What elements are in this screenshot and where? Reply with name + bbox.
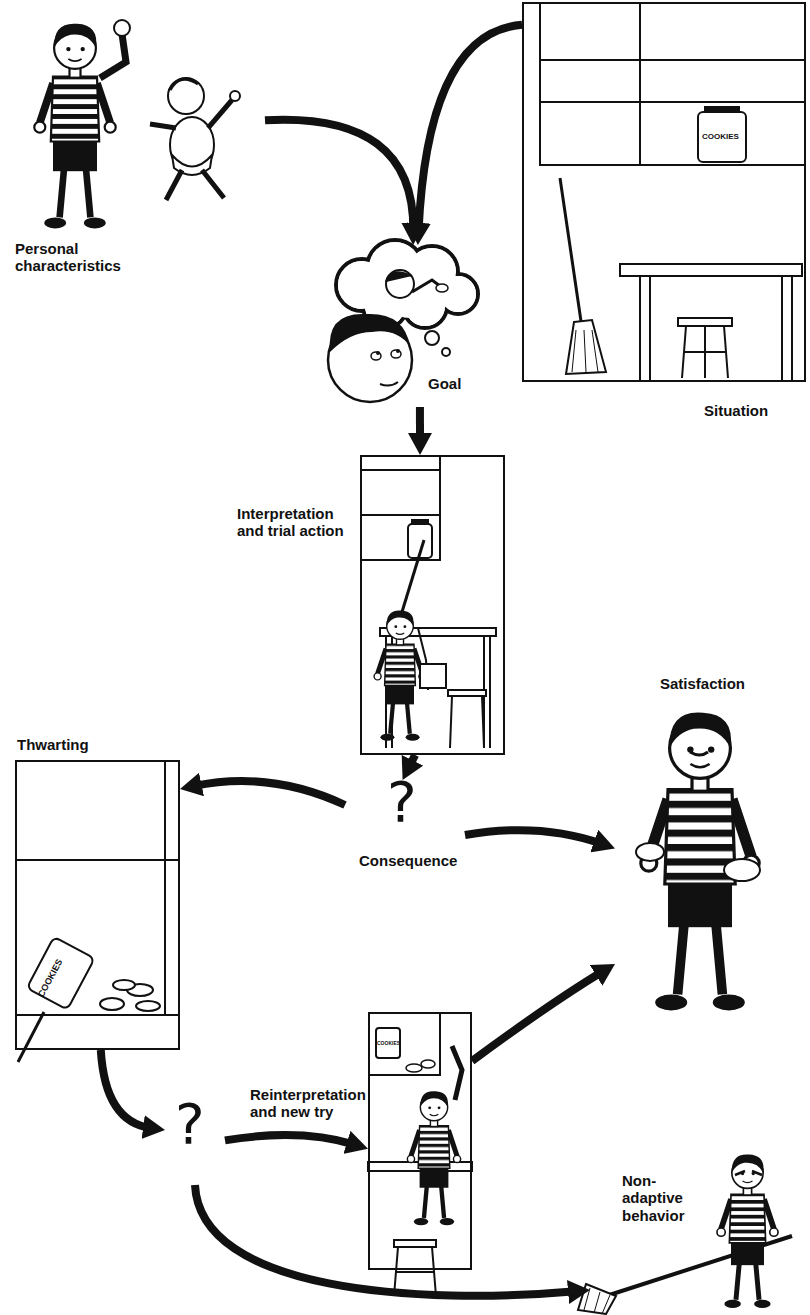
- flow-arrow: [416, 407, 424, 441]
- question-mark: ?: [387, 774, 417, 830]
- scene-box: Interpretation and trial action: [360, 455, 505, 755]
- decision-mark: ?: [165, 1090, 225, 1185]
- decision-mark: ?Consequence: [345, 780, 465, 880]
- thwarting-scene: [15, 760, 180, 1062]
- scene-box: Situation: [522, 2, 806, 382]
- flow-arrow: [472, 971, 603, 1061]
- figure-node: Non-adaptive behavior: [590, 1150, 805, 1310]
- figure-node: Personal characteristics: [10, 10, 265, 235]
- stage-label: Personal characteristics: [15, 240, 145, 275]
- jar-label: COOKIES: [377, 1040, 400, 1046]
- new-try-scene: [368, 1012, 472, 1296]
- thought-node: Goal: [320, 245, 510, 407]
- stage-label: Thwarting: [17, 736, 89, 753]
- stage-label: Situation: [704, 402, 768, 419]
- personal-figures: [34, 20, 240, 228]
- flow-arrow: [465, 830, 602, 844]
- non-adaptive-figure: [578, 1154, 792, 1314]
- flow-arrow: [101, 1050, 151, 1128]
- scene-box: Reinterpretation and new try: [368, 1012, 472, 1270]
- question-mark: ?: [175, 1096, 205, 1152]
- stage-label: Non-adaptive behavior: [622, 1172, 692, 1224]
- figure-node: Satisfaction: [615, 675, 790, 1015]
- situation-scene: [540, 2, 806, 380]
- stage-label: Satisfaction: [660, 675, 745, 692]
- stage-label: Interpretation and trial action: [237, 505, 349, 540]
- flow-arrow: [195, 1185, 576, 1296]
- flow-arrow: [265, 120, 413, 231]
- satisfaction-figure: [636, 713, 760, 1011]
- flow-arrow: [194, 781, 345, 805]
- stage-label: Reinterpretation and new try: [250, 1086, 368, 1121]
- goal-thought: [328, 240, 478, 402]
- trial-action-scene: [362, 455, 496, 748]
- stage-label: Consequence: [359, 852, 457, 869]
- flow-arrow: [225, 1135, 355, 1145]
- flow-arrow: [419, 25, 522, 231]
- scene-box: Thwarting: [15, 760, 180, 1050]
- stage-label: Goal: [428, 375, 461, 392]
- flow-arrow: [409, 755, 415, 767]
- jar-label: COOKIES: [702, 132, 739, 141]
